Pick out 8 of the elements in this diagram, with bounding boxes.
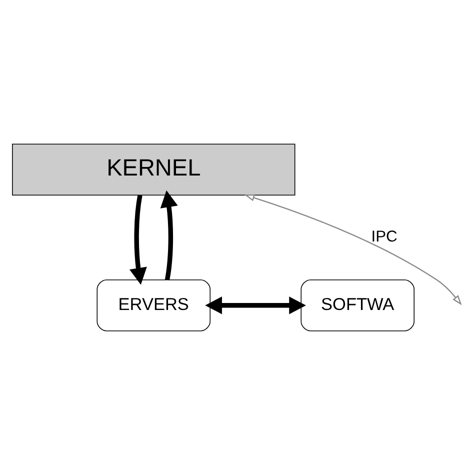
arrow (204, 296, 306, 314)
node-box: KERNEL (12, 143, 295, 196)
arrow (160, 190, 178, 280)
edge-label: IPC (370, 228, 397, 245)
arrow (244, 194, 462, 305)
node-box: ERVERS (96, 278, 210, 331)
arrow (128, 194, 146, 284)
node-box: SOFTWA (300, 278, 414, 331)
